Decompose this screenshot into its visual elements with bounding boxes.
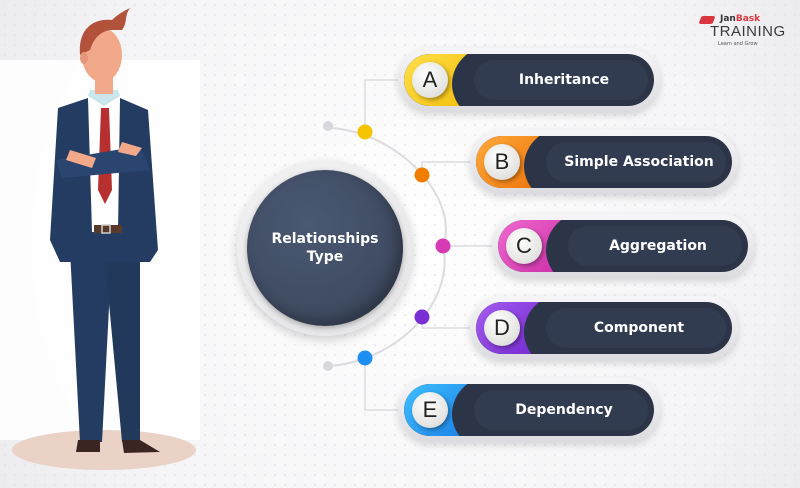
hub-title-line1: Relationships <box>271 231 379 247</box>
relationship-item-inheritance: A Inheritance <box>398 48 660 112</box>
floor-shadow <box>12 430 196 470</box>
relationship-item-aggregation: C Aggregation <box>492 214 754 278</box>
janbask-training-logo: JanBask TRAINING Learn and Grow <box>698 14 790 48</box>
item-label: Component <box>593 320 685 336</box>
logo-tagline: Learn and Grow <box>718 41 758 47</box>
businessman-illustration <box>12 8 196 470</box>
item-label: Aggregation <box>609 238 707 254</box>
item-label: Dependency <box>515 402 613 418</box>
letter-badge-a: A <box>412 62 448 98</box>
hub-title-line2: Type <box>306 249 344 265</box>
logo-wordmark: TRAINING <box>710 23 786 40</box>
letter-badge-e: E <box>412 392 448 428</box>
relationships-type-hub: Relationships Type <box>247 170 403 326</box>
letter-badge-b: B <box>484 144 520 180</box>
item-label: Simple Association <box>564 154 714 170</box>
letter-badge-d: D <box>484 310 520 346</box>
letter-badge-c: C <box>506 228 542 264</box>
relationship-item-simple-association: B Simple Association <box>470 130 738 194</box>
item-label: Inheritance <box>518 72 610 88</box>
logo-brand: JanBask <box>720 14 761 24</box>
relationship-item-component: D Component <box>470 296 738 360</box>
relationship-item-dependency: E Dependency <box>398 378 660 442</box>
